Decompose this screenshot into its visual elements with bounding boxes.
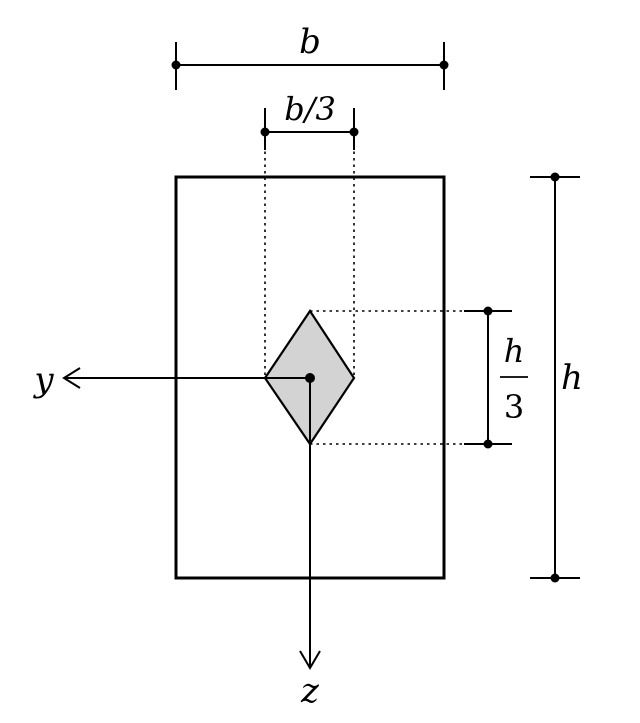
label-b-third: b/3: [284, 90, 336, 128]
label-h-third-denominator: 3: [504, 388, 524, 426]
dimension-h: [530, 172, 580, 583]
dimension-b-third: [260, 108, 359, 150]
label-y: y: [32, 360, 54, 400]
z-axis: [299, 378, 321, 670]
dimension-b: [171, 42, 449, 90]
dimension-h-third: [464, 306, 512, 449]
y-axis: [62, 367, 310, 389]
label-h: h: [561, 358, 583, 398]
centroid-point: [305, 373, 315, 383]
label-z: z: [300, 671, 320, 711]
label-b: b: [299, 22, 321, 62]
label-h-third-numerator: h: [504, 332, 525, 370]
